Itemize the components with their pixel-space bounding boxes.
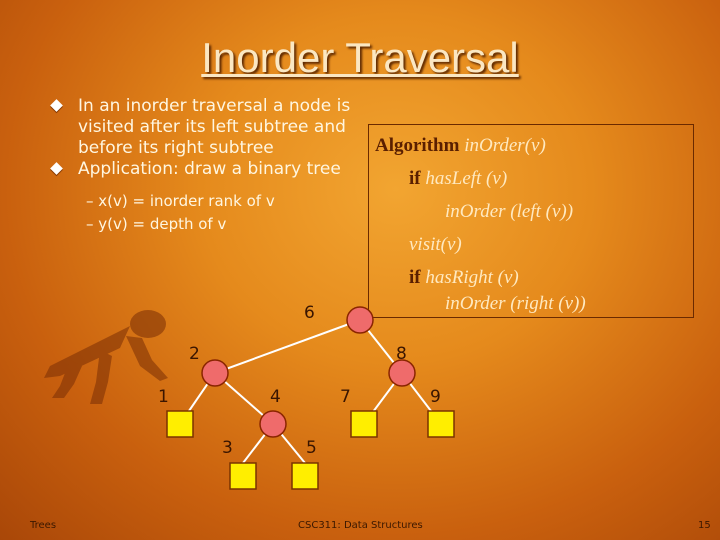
slide-title: Inorder Traversal [201, 34, 519, 81]
node-label-3: 3 [222, 438, 233, 458]
sprinter-illustration [44, 310, 168, 404]
node-label-9: 9 [430, 387, 441, 407]
bullet-list: In an inorder traversal a node is visite… [50, 96, 352, 236]
footer-left: Trees [30, 520, 57, 531]
node-label-7: 7 [340, 387, 351, 407]
node-label-1: 1 [158, 387, 169, 407]
algorithm-visit: visit(v) [409, 234, 462, 255]
node-label-4: 4 [270, 387, 281, 407]
algorithm-header: Algorithm inOrder(v) [375, 135, 546, 156]
footer-page-number: 15 [698, 520, 711, 531]
tree-node-6 [346, 306, 374, 334]
tree-leaf-9 [427, 410, 455, 438]
bullet-text: In an inorder traversal a node is visite… [78, 96, 351, 158]
edge-6-2 [214, 319, 361, 374]
tree-node-8 [388, 359, 416, 387]
bullet-text: Application: draw a binary tree [78, 159, 341, 179]
node-label-2: 2 [189, 344, 200, 364]
sub-bullet-y: – y(v) = depth of v [86, 215, 227, 233]
bullet-item: In an inorder traversal a node is visite… [50, 96, 352, 159]
algorithm-if-right: if hasRight (v) [409, 267, 519, 288]
footer-center: CSC311: Data Structures [298, 520, 423, 531]
sub-bullet-x: – x(v) = inorder rank of v [86, 192, 275, 210]
tree-leaf-7 [350, 410, 378, 438]
node-label-6: 6 [304, 303, 315, 323]
algorithm-call-right: inOrder (right (v)) [445, 293, 586, 314]
sub-bullet-list: – x(v) = inorder rank of v – y(v) = dept… [52, 190, 352, 236]
tree-node-4 [259, 410, 287, 438]
node-label-5: 5 [306, 438, 317, 458]
tree-leaf-5 [291, 462, 319, 490]
tree-leaf-3 [229, 462, 257, 490]
algorithm-call-left: inOrder (left (v)) [445, 201, 574, 222]
tree-node-2 [201, 359, 229, 387]
algorithm-if-left: if hasLeft (v) [409, 168, 508, 189]
bullet-item: Application: draw a binary tree [50, 159, 352, 180]
tree-leaf-1 [166, 410, 194, 438]
node-label-8: 8 [396, 344, 407, 364]
algorithm-box: Algorithm inOrder(v) if hasLeft (v) inOr… [368, 124, 694, 318]
